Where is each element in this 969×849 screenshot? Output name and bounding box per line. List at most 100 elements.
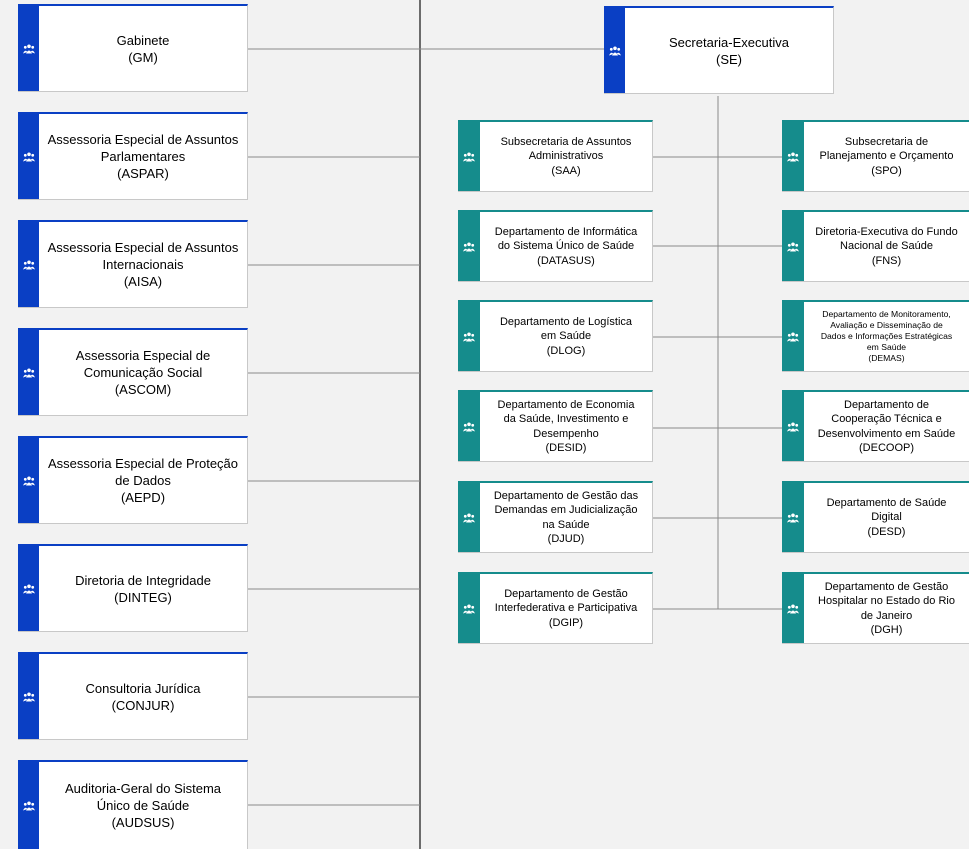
unit-name-line: de Dados	[115, 473, 171, 488]
unit-box-se[interactable]: Secretaria-Executiva(SE)	[604, 6, 834, 94]
dept-accent-bar	[458, 392, 480, 461]
unit-acronym: (AEPD)	[120, 490, 166, 505]
unit-box-ascom[interactable]: Assessoria Especial de Comunicação Social…	[18, 328, 248, 416]
dept-accent-bar	[782, 212, 804, 281]
dept-name-line: em Saúde	[540, 330, 592, 343]
unit-acronym: (SE)	[716, 51, 742, 67]
dept-name-line: Cooperação Técnica e	[831, 413, 942, 425]
dept-name-line: Digital	[871, 511, 902, 524]
unit-box-conjur[interactable]: Consultoria Jurídica(CONJUR)	[18, 652, 248, 740]
dept-accent-bar	[458, 574, 480, 643]
people-group-icon	[22, 476, 35, 485]
people-group-icon	[787, 422, 799, 431]
dept-name-line: em Saúde	[866, 342, 907, 352]
unit-name-line: Parlamentares	[100, 149, 186, 164]
dept-accent-bar	[458, 302, 480, 371]
people-group-icon	[22, 584, 35, 593]
dept-name-line: Avaliação e Disseminação de	[830, 320, 943, 330]
unit-name: Consultoria Jurídica	[85, 680, 201, 696]
dept-name-line: na Saúde	[542, 518, 590, 531]
dept-acronym: (DATASUS)	[537, 254, 595, 267]
dept-box-demas[interactable]: Departamento de Monitoramento,Avaliação …	[782, 300, 969, 372]
dept-acronym: (DESD)	[867, 525, 906, 538]
dept-acronym: (SAA)	[551, 164, 581, 177]
unit-name-line: Assessoria Especial de Proteção	[47, 456, 239, 471]
dept-name-line: Interfederativa e Participativa	[494, 602, 638, 615]
unit-name-line: Assessoria Especial de Assuntos	[47, 240, 239, 255]
dept-name-line: Demandas em Judicialização	[494, 504, 638, 516]
unit-box-dinteg[interactable]: Diretoria de Integridade(DINTEG)	[18, 544, 248, 632]
unit-acronym: (ASCOM)	[114, 382, 172, 397]
dept-name-line: Desempenho	[533, 427, 599, 440]
people-group-icon	[463, 152, 475, 161]
dept-name-line: Departamento de Saúde	[826, 496, 947, 509]
dept-acronym: (DLOG)	[546, 344, 586, 357]
unit-accent-bar	[604, 8, 625, 93]
people-group-icon	[22, 152, 35, 161]
people-group-icon	[608, 46, 621, 55]
unit-name-line: Único de Saúde	[96, 798, 190, 813]
dept-name-line: Desenvolvimento em Saúde	[817, 427, 956, 440]
unit-acronym: (ASPAR)	[117, 166, 169, 181]
dept-box-decoop[interactable]: Departamento de Cooperação Técnica e Desen…	[782, 390, 969, 462]
people-group-icon	[463, 422, 475, 431]
unit-box-aepd[interactable]: Assessoria Especial de Proteção de Dados (…	[18, 436, 248, 524]
people-group-icon	[463, 242, 475, 251]
dept-name-line: Dados e Informações Estratégicas	[820, 331, 953, 341]
dept-name-line: Departamento de Monitoramento,	[822, 309, 951, 319]
unit-accent-bar	[18, 654, 39, 739]
unit-accent-bar	[18, 6, 39, 91]
dept-name-line: Departamento de Informática	[494, 225, 638, 238]
people-group-icon	[787, 513, 799, 522]
unit-name: Gabinete	[116, 32, 170, 48]
dept-name-line: Departamento de Gestão	[504, 587, 628, 600]
unit-name-line: Comunicação Social	[83, 365, 203, 380]
dept-accent-bar	[782, 392, 804, 461]
dept-accent-bar	[458, 122, 480, 191]
dept-name-line: Departamento de	[844, 398, 929, 411]
dept-name-line: Departamento de Gestão das	[493, 489, 639, 502]
unit-accent-bar	[18, 438, 39, 523]
unit-name: Diretoria de Integridade	[75, 572, 211, 588]
unit-accent-bar	[18, 546, 39, 631]
people-group-icon	[787, 332, 799, 341]
people-group-icon	[463, 513, 475, 522]
dept-box-datasus[interactable]: Departamento de Informática do Sistema Ún…	[458, 210, 653, 282]
people-group-icon	[22, 801, 35, 810]
unit-acronym: (AUDSUS)	[111, 815, 175, 830]
dept-acronym: (DGIP)	[548, 616, 584, 629]
dept-accent-bar	[782, 483, 804, 552]
dept-acronym: (DEMAS)	[868, 353, 905, 363]
unit-name-line: Assessoria Especial de	[75, 348, 211, 363]
unit-name-line: Assessoria Especial de Assuntos	[47, 132, 239, 147]
unit-acronym: (CONJUR)	[111, 697, 175, 713]
people-group-icon	[22, 44, 35, 53]
people-group-icon	[463, 332, 475, 341]
dept-name-line: Administrativos	[528, 150, 604, 163]
people-group-icon	[22, 368, 35, 377]
unit-name-line: Internacionais	[102, 257, 184, 272]
dept-name-line: Hospitalar no Estado do Rio	[818, 595, 955, 607]
dept-name-line: do Sistema Único de Saúde	[497, 240, 635, 253]
people-group-icon	[22, 692, 35, 701]
unit-box-gm[interactable]: Gabinete(GM)	[18, 4, 248, 92]
people-group-icon	[787, 152, 799, 161]
dept-acronym: (DJUD)	[547, 533, 585, 545]
dept-name-line: Nacional de Saúde	[840, 240, 933, 253]
dept-acronym: (DESID)	[545, 442, 587, 454]
unit-acronym: (AISA)	[123, 274, 163, 289]
dept-name-line: Diretoria-Executiva do Fundo	[815, 225, 958, 238]
dept-name-line: Departamento de Economia	[497, 398, 635, 411]
